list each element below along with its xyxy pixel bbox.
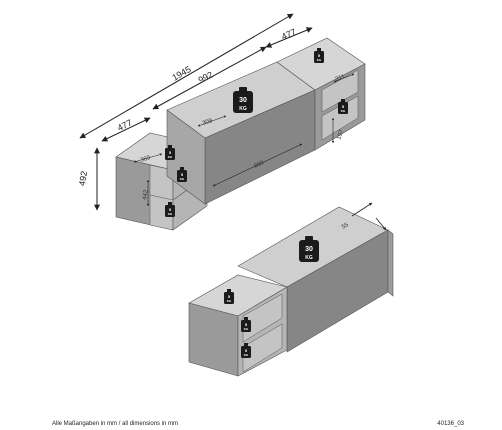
dim-center-depth: 890 xyxy=(253,160,265,170)
svg-text:5: 5 xyxy=(228,294,231,299)
units-note: Alle Maßangaben in mm / all dimensions i… xyxy=(52,421,179,427)
svg-text:KG: KG xyxy=(227,299,232,303)
shelf-opening-upper xyxy=(242,293,283,343)
svg-text:KG: KG xyxy=(244,327,249,331)
collapsed-tv-board: 30 KG 5 KG 5 KG 5 KG 55 xyxy=(188,202,394,377)
dim-right-shelf-height: 197 xyxy=(336,129,345,141)
svg-text:KG: KG xyxy=(180,177,185,181)
svg-text:5: 5 xyxy=(169,150,172,155)
dim-total-width: 1945 xyxy=(170,64,192,83)
dim-side-left: 477 xyxy=(116,118,134,134)
dim-overhang: 55 xyxy=(341,222,350,231)
svg-text:5: 5 xyxy=(181,172,184,177)
dim-side-right: 477 xyxy=(280,27,298,42)
dim-center-width: 992 xyxy=(197,69,215,85)
dim-shelf-depth-left: 360 xyxy=(140,155,152,164)
weight-5kg-shelf-lower: 5 KG xyxy=(241,343,251,358)
weight-30kg-bottom: 30 KG xyxy=(299,236,319,262)
svg-text:5: 5 xyxy=(342,104,345,109)
svg-text:KG: KG xyxy=(168,212,173,216)
dim-height: 492 xyxy=(77,170,89,187)
weight-5kg-right-lower: 5 KG xyxy=(338,99,348,114)
cabinet-right-side xyxy=(387,229,394,297)
svg-text:30: 30 xyxy=(305,246,313,253)
dim-left-shelf-height: 442 xyxy=(142,189,150,201)
weight-5kg-shelf-top: 5 KG xyxy=(224,289,234,304)
svg-text:KG: KG xyxy=(317,58,322,62)
svg-text:KG: KG xyxy=(305,255,313,261)
shelf-left-side xyxy=(188,302,239,377)
svg-text:5: 5 xyxy=(245,322,248,327)
weight-5kg-left-middle: 5 KG xyxy=(177,167,187,182)
dim-shelf-depth-right: 311 xyxy=(335,74,347,83)
extended-tv-board: 30 KG 5 KG 5 KG 5 KG 5 KG xyxy=(77,13,366,231)
svg-text:KG: KG xyxy=(168,155,173,159)
dim-line-left xyxy=(101,117,151,142)
dim-line-center xyxy=(152,46,267,110)
article-code: 40136_03 xyxy=(437,421,464,427)
weight-5kg-left-top: 5 KG xyxy=(165,145,175,160)
weight-value: 30 xyxy=(239,97,247,104)
svg-text:KG: KG xyxy=(341,109,346,113)
svg-text:5: 5 xyxy=(245,348,248,353)
weight-5kg-shelf-upper: 5 KG xyxy=(241,317,251,332)
dim-line-right xyxy=(265,27,313,48)
svg-text:KG: KG xyxy=(244,353,249,357)
shelf-opening-lower xyxy=(242,323,283,373)
left-shelf-board xyxy=(149,194,174,201)
weight-unit: KG xyxy=(239,106,247,112)
weight-5kg-left-bottom: 5 KG xyxy=(165,202,175,217)
svg-text:5: 5 xyxy=(318,53,321,58)
dim-cabinet-top-depth: 309 xyxy=(202,118,214,127)
weight-5kg-right-top: 5 KG xyxy=(314,48,324,63)
svg-text:5: 5 xyxy=(169,207,172,212)
